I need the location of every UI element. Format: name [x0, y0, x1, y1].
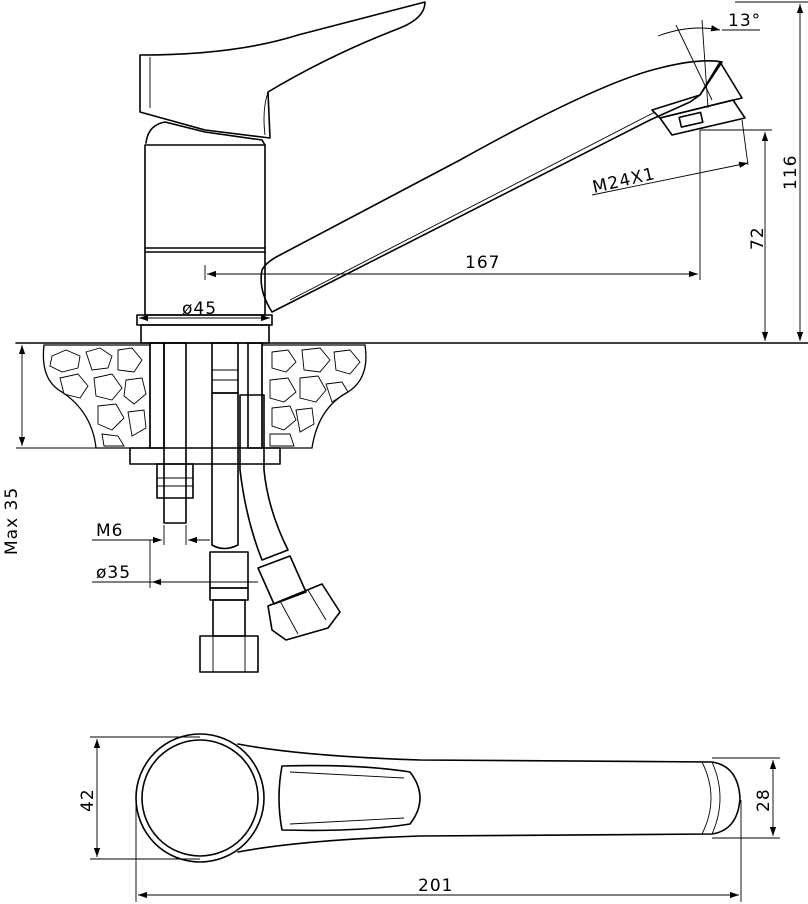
flexible-hose-right: [239, 394, 289, 561]
lever-top-outline: [278, 764, 421, 832]
handle-cap: [145, 121, 266, 146]
stone-texture: [49, 347, 361, 447]
handle-diameter-label: 42: [78, 788, 98, 812]
hose-nut-left: [199, 635, 259, 673]
threaded-stud: [163, 342, 187, 524]
spout-width-label: 28: [754, 788, 774, 812]
hose-nut-right: [267, 583, 341, 641]
flexible-hose-lower: [209, 551, 249, 589]
max-thickness-label: Max 35: [2, 487, 22, 555]
spout: [260, 60, 723, 313]
front-view: [15, 1, 808, 673]
top-view: [135, 733, 741, 863]
stud-thread-label: M6: [96, 521, 123, 541]
handle-circle-outer: [135, 733, 265, 863]
flexible-hose-left: [211, 392, 239, 550]
countertop-section-right: [261, 344, 367, 449]
angle-label: 13°: [728, 11, 761, 31]
lever-handle-edge: [149, 57, 269, 136]
total-length-label: 201: [418, 876, 453, 896]
total-height-label: 116: [781, 155, 801, 190]
spout-reach-label: 167: [465, 253, 500, 273]
faucet-body: [144, 144, 266, 316]
top-view-dimensions: 42 28 201: [78, 736, 780, 902]
dimension-lines: 13° M24X1 116 72 167 ø45 Max 35 M6: [2, 1, 808, 588]
thread-aerator-label: M24X1: [591, 164, 658, 198]
spout-height-label: 72: [748, 226, 768, 250]
hose-fitting-top: [211, 342, 239, 394]
lever-handle: [139, 1, 426, 139]
handle-circle-inner: [141, 739, 259, 857]
stud-nut: [156, 463, 194, 499]
spout-top-outline: [237, 743, 741, 853]
body-diameter-label: ø45: [182, 299, 217, 319]
base-diameter-label: ø35: [96, 563, 131, 583]
clamp-plate: [129, 447, 281, 465]
